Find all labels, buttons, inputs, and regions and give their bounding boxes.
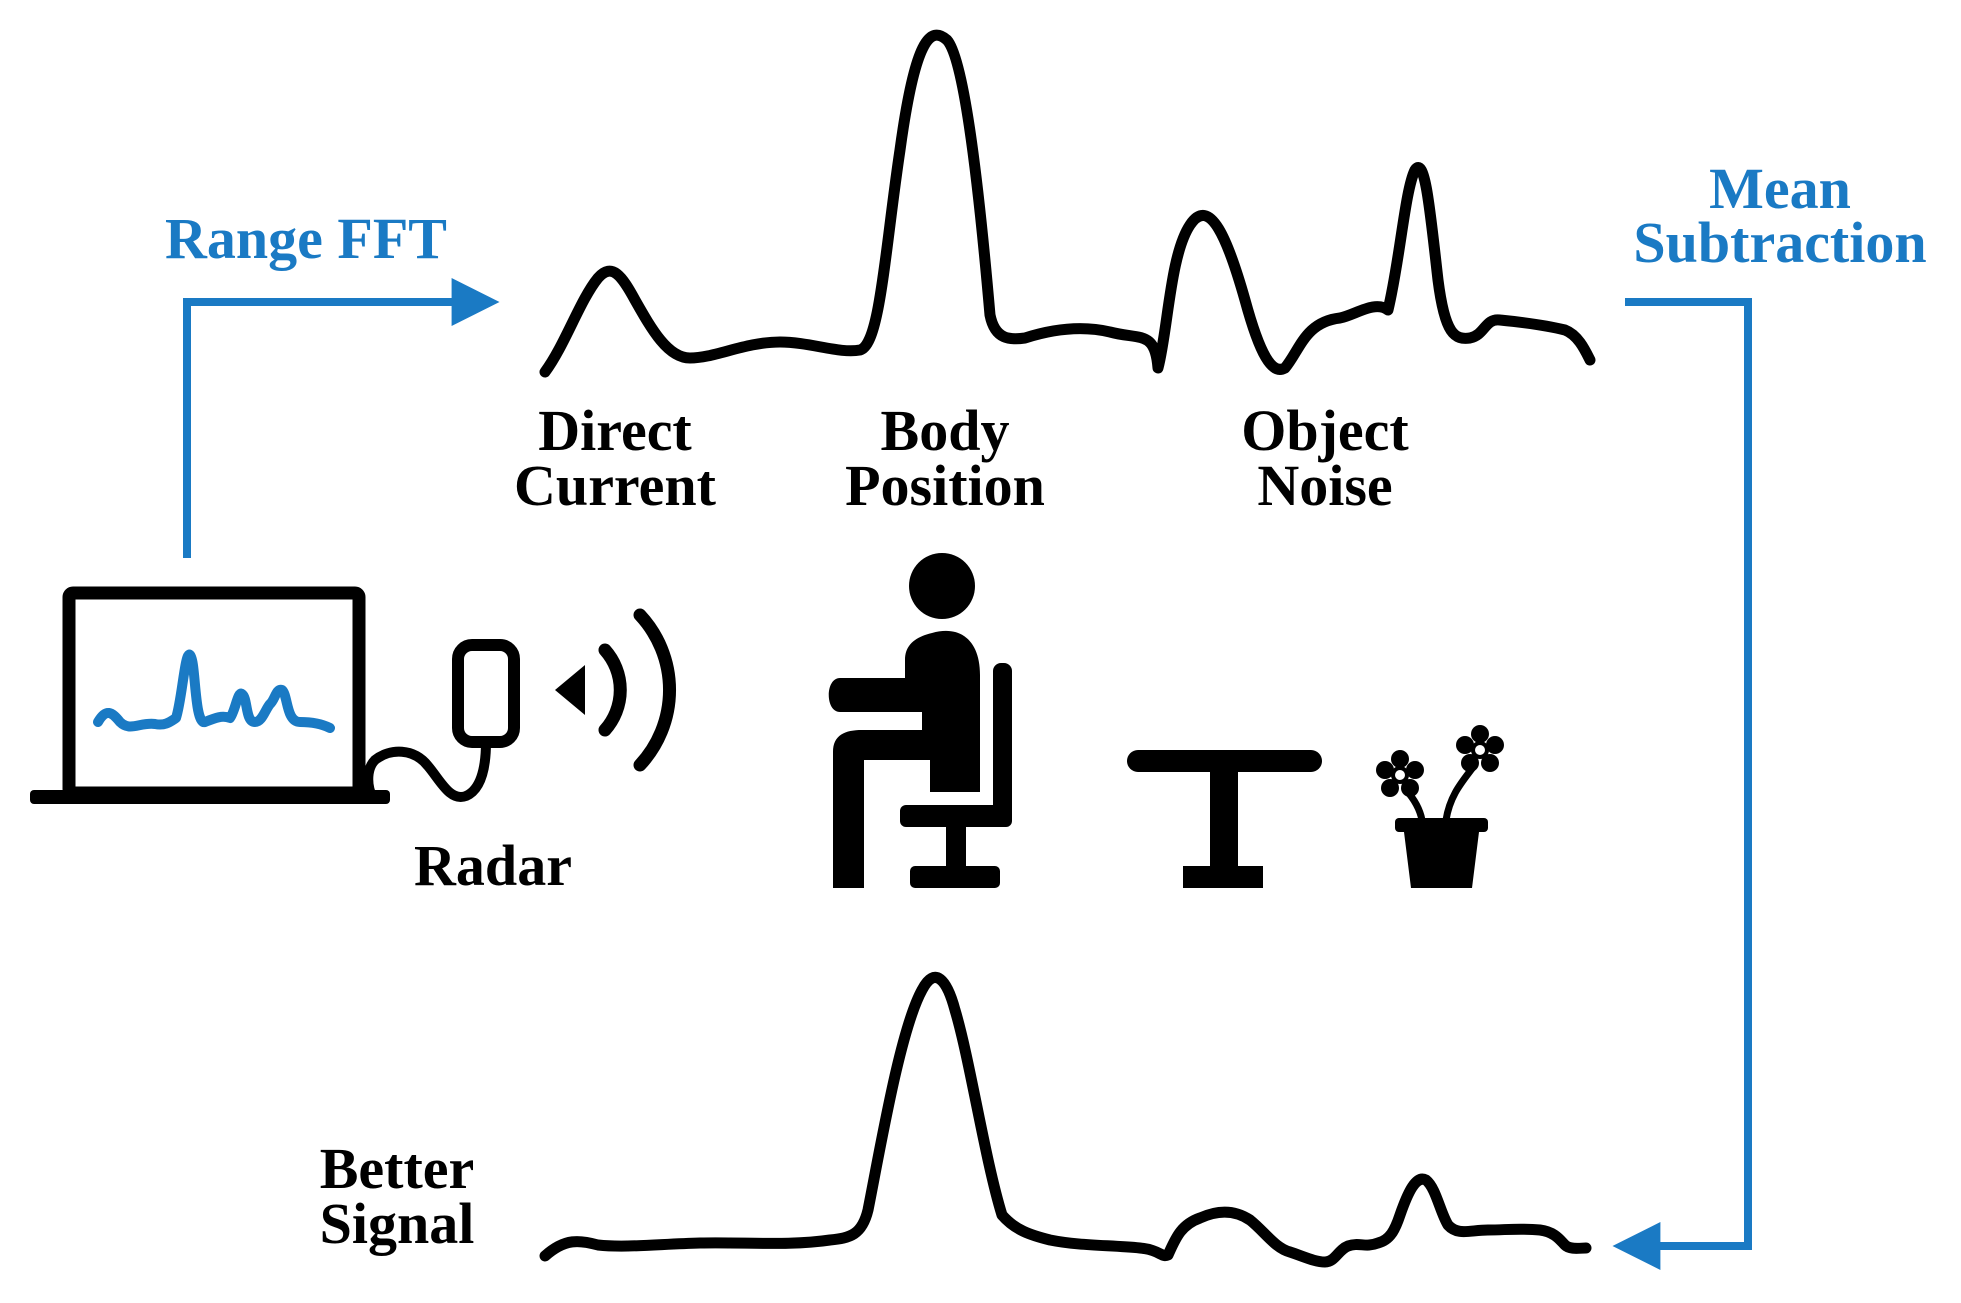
laptop-icon — [30, 586, 390, 804]
range-fft-label: Range FFT — [165, 206, 447, 271]
seated-person-icon — [828, 553, 1012, 888]
potted-flower-icon — [1376, 725, 1504, 888]
mean-label: Mean — [1709, 156, 1851, 221]
radio-waves-icon — [555, 608, 676, 772]
subtraction-label: Subtraction — [1633, 210, 1926, 275]
better-label: Better — [320, 1136, 475, 1201]
signal-label: Signal — [320, 1191, 475, 1256]
range-fft-arrow — [183, 278, 500, 558]
current-label: Current — [514, 453, 717, 518]
laptop-screen-signal — [93, 649, 335, 733]
table-icon — [1127, 750, 1322, 888]
better-signal-curve — [539, 972, 1592, 1268]
direct-label: Direct — [538, 398, 692, 463]
raw-range-signal — [539, 29, 1596, 378]
position-label: Position — [845, 453, 1045, 518]
radar-label: Radar — [414, 833, 572, 898]
mean-subtraction-arrow — [1612, 298, 1752, 1270]
object-label: Object — [1241, 398, 1409, 463]
radar-device-icon — [363, 639, 520, 802]
noise-label: Noise — [1257, 453, 1392, 518]
body-label: Body — [881, 398, 1010, 463]
